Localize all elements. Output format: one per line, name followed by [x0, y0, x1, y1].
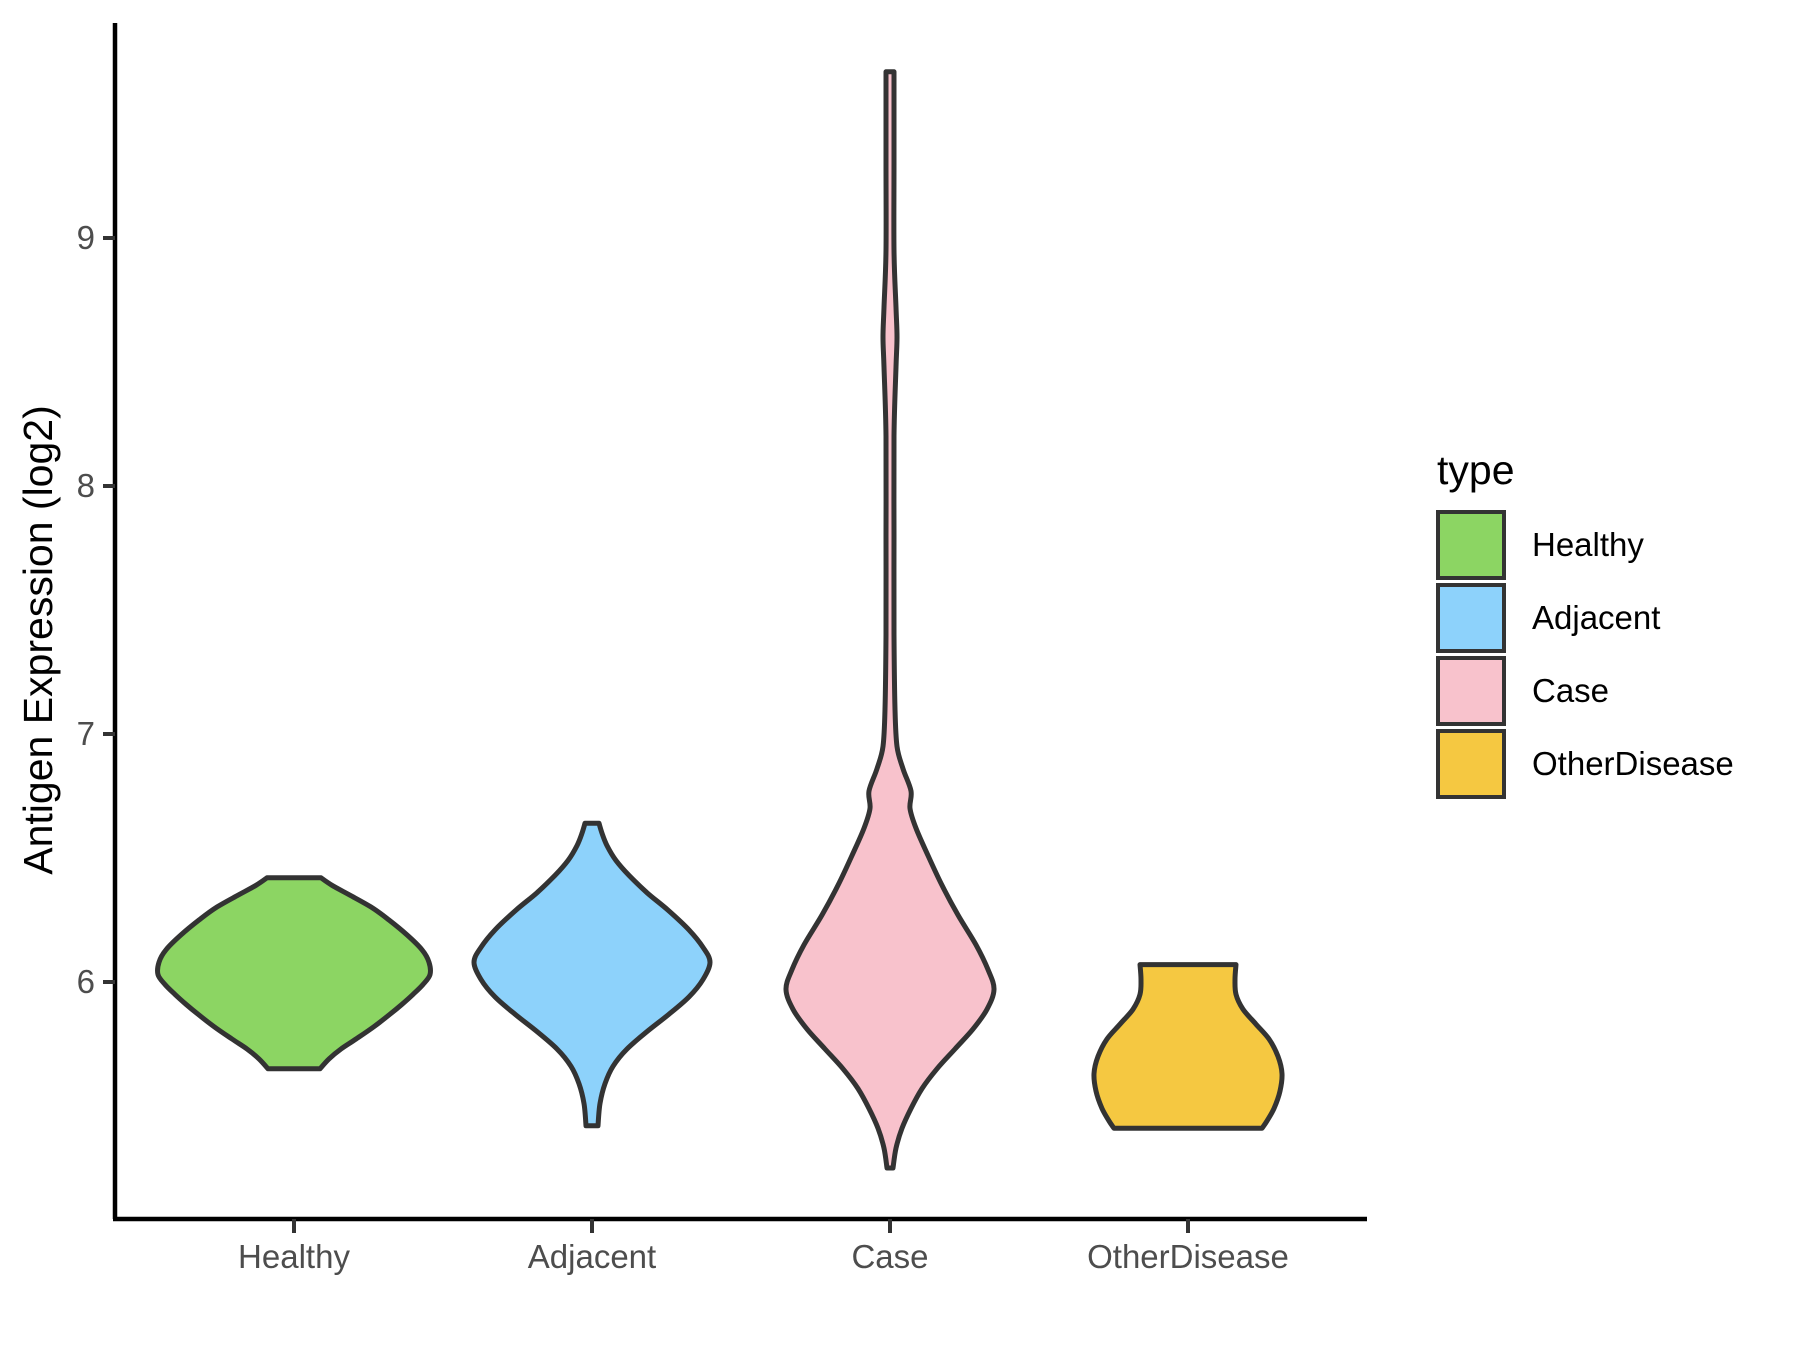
y-axis-ticks: 6 7 8 9 — [77, 219, 115, 1000]
x-axis-ticks: Healthy Adjacent Case OtherDisease — [238, 1219, 1289, 1275]
x-tick-label-otherdisease: OtherDisease — [1087, 1238, 1289, 1275]
y-tick-label: 7 — [77, 715, 95, 752]
x-tick-label-adjacent: Adjacent — [528, 1238, 656, 1275]
legend-label-adjacent: Adjacent — [1532, 599, 1660, 636]
legend-key-adjacent — [1436, 583, 1506, 653]
legend-title: type — [1437, 447, 1515, 493]
y-axis-title: Antigen Expression (log2) — [15, 405, 61, 874]
legend-key-case — [1436, 656, 1506, 726]
y-tick-label: 8 — [77, 467, 95, 504]
violin-adjacent — [471, 820, 713, 1129]
violin-healthy — [155, 875, 433, 1072]
legend-key-healthy — [1436, 510, 1506, 580]
y-tick-label: 6 — [77, 963, 95, 1000]
y-tick-label: 9 — [77, 219, 95, 256]
x-tick-label-healthy: Healthy — [238, 1238, 350, 1275]
violin-case — [783, 69, 997, 1171]
violin-shapes — [155, 69, 1285, 1171]
legend-label-case: Case — [1532, 672, 1609, 709]
legend-label-healthy: Healthy — [1532, 526, 1644, 563]
violin-otherdisease — [1091, 962, 1285, 1131]
legend-label-otherdisease: OtherDisease — [1532, 745, 1734, 782]
axes — [112, 23, 1367, 1222]
x-tick-label-case: Case — [851, 1238, 928, 1275]
legend-key-otherdisease — [1436, 729, 1506, 799]
